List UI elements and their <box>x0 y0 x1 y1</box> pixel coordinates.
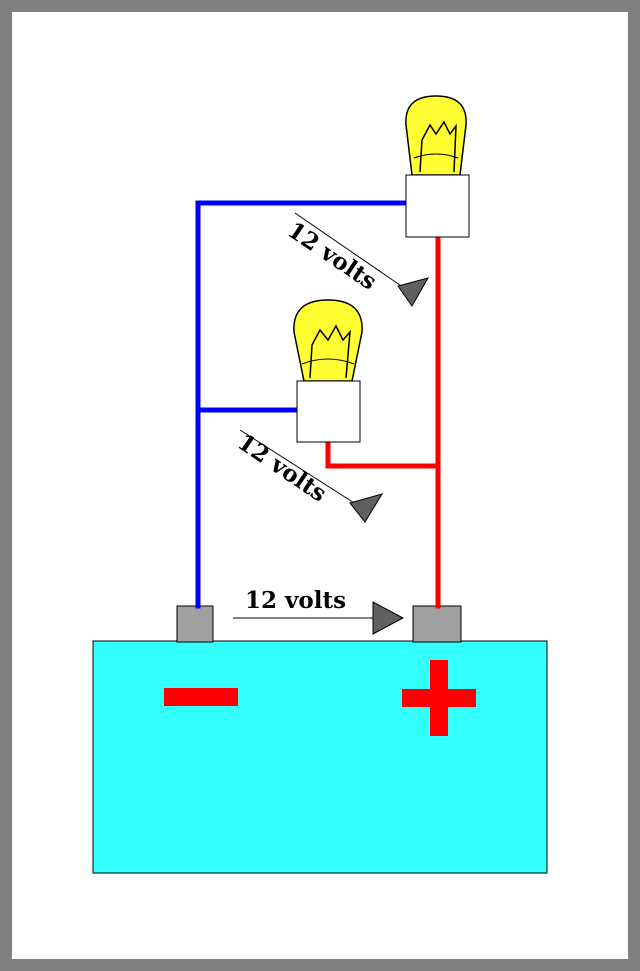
negative-wire <box>195 200 410 609</box>
battery-body <box>92 640 548 874</box>
voltage-arrow-lower <box>239 429 384 523</box>
voltage-arrow-top <box>294 212 430 307</box>
lower-light-bulb-icon <box>293 299 363 443</box>
positive-wire <box>325 234 441 609</box>
voltage-label-top: 12 volts <box>283 217 382 296</box>
voltage-arrow-battery <box>233 601 405 635</box>
top-light-bulb-icon <box>405 95 470 238</box>
positive-terminal <box>412 605 462 643</box>
negative-terminal <box>176 605 214 643</box>
voltage-label-battery: 12 volts <box>245 587 346 614</box>
plus-sign-icon <box>402 660 476 736</box>
minus-sign-icon <box>164 688 238 706</box>
